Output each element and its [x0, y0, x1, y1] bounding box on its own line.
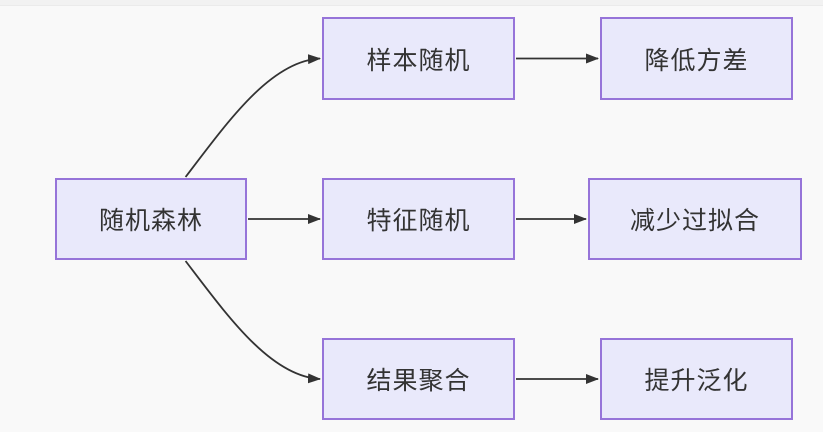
flowchart-node-root: 随机森林	[55, 178, 247, 260]
node-label: 特征随机	[366, 207, 471, 235]
node-label: 结果聚合	[366, 367, 471, 395]
node-label: 提升泛化	[644, 367, 749, 395]
edge-root-to-sample	[184, 54, 321, 178]
flowchart-node-overfit: 减少过拟合	[588, 178, 802, 260]
node-label: 降低方差	[644, 46, 749, 75]
flowchart-node-variance: 降低方差	[600, 17, 793, 100]
node-label: 样本随机	[366, 46, 471, 75]
flowchart-node-generalize: 提升泛化	[600, 338, 793, 420]
flowchart-node-aggregate: 结果聚合	[322, 338, 515, 420]
node-label: 随机森林	[98, 207, 203, 235]
top-strip	[0, 0, 823, 6]
flowchart-node-feature: 特征随机	[322, 178, 515, 260]
flowchart-node-sample: 样本随机	[322, 17, 515, 100]
edge-root-to-aggregate	[184, 260, 321, 384]
node-label: 减少过拟合	[629, 207, 760, 235]
